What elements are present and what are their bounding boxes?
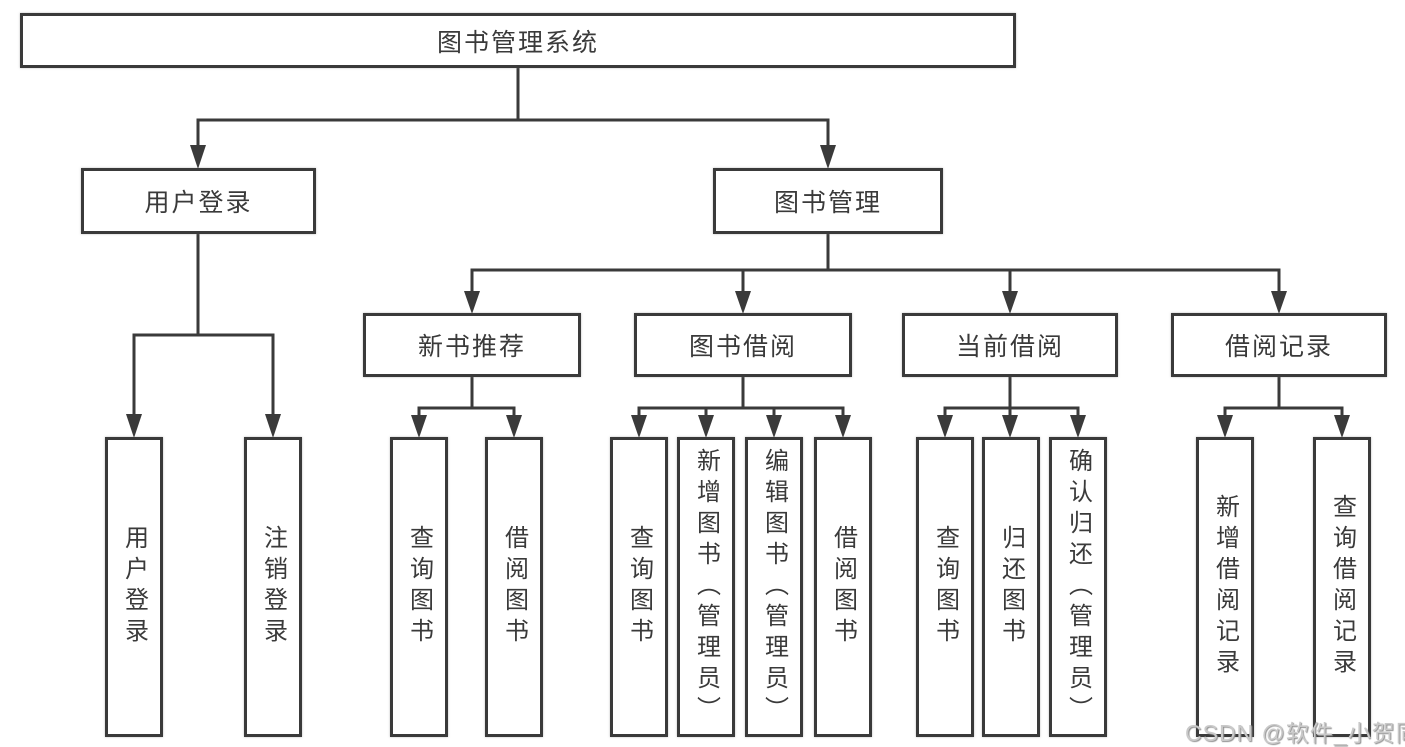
connector-root bbox=[196, 66, 830, 148]
node-book-borrowing: 图书借阅 bbox=[634, 313, 852, 377]
node-borrow-books-recommend: 借阅图书 bbox=[485, 437, 543, 737]
node-edit-books-admin: 编辑图书（管理员） bbox=[745, 437, 803, 737]
node-query-books-borrowing: 查询图书 bbox=[610, 437, 668, 737]
node-current-borrowing: 当前借阅 bbox=[902, 313, 1118, 377]
node-query-borrow-record: 查询借阅记录 bbox=[1313, 437, 1371, 737]
node-add-borrow-record: 新增借阅记录 bbox=[1196, 437, 1254, 737]
node-logout-leaf: 注销登录 bbox=[244, 437, 302, 737]
connector-borrowing-records bbox=[1223, 375, 1344, 419]
connector-new-book bbox=[417, 375, 516, 419]
node-book-management: 图书管理 bbox=[713, 168, 943, 234]
csdn-watermark: CSDN @软件_小贺同学 bbox=[1185, 720, 1405, 746]
connector-user-login bbox=[132, 232, 275, 418]
node-borrow-books-leaf: 借阅图书 bbox=[814, 437, 872, 737]
arrowheads bbox=[126, 145, 1350, 438]
connector-book-management bbox=[470, 232, 1281, 293]
node-borrowing-records: 借阅记录 bbox=[1171, 313, 1387, 377]
node-return-books: 归还图书 bbox=[982, 437, 1040, 737]
connector-current-borrowing bbox=[943, 375, 1080, 419]
connector-book-borrowing bbox=[637, 375, 845, 419]
node-add-books-admin: 新增图书（管理员） bbox=[677, 437, 735, 737]
node-user-login-leaf: 用户登录 bbox=[105, 437, 163, 737]
node-new-book-recommendation: 新书推荐 bbox=[363, 313, 581, 377]
node-query-books-current: 查询图书 bbox=[916, 437, 974, 737]
node-user-login: 用户登录 bbox=[81, 168, 316, 234]
node-library-management-system: 图书管理系统 bbox=[20, 13, 1016, 68]
node-query-books-recommend: 查询图书 bbox=[390, 437, 448, 737]
node-confirm-return-admin: 确认归还（管理员） bbox=[1049, 437, 1107, 737]
